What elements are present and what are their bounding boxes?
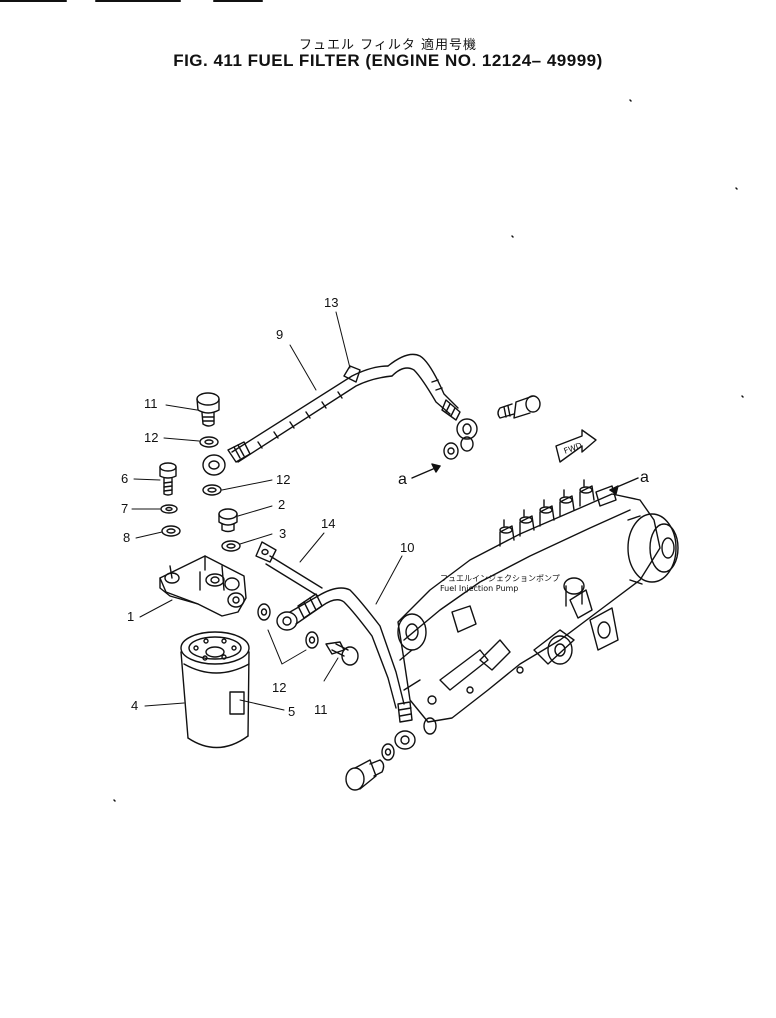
callout-8: 8 [123,530,130,545]
hose-9 [202,353,478,476]
scan-specks [113,99,744,802]
lock-washer-7 [160,504,178,514]
gasket-3 [221,540,241,552]
callout-2: 2 [278,497,285,512]
washers-12-lower [257,603,319,649]
pump-label-en: Fuel Injection Pump [440,584,518,593]
washer-8 [161,525,181,537]
washer-middle [202,484,222,496]
japanese-title: フュエル フィルタ 適用号機 [298,38,477,53]
leader-lines [131,311,403,711]
banjo-bolt-right [497,395,541,419]
banjo-bolt-bottom [345,717,437,791]
washer-right-2 [460,436,474,452]
callout-11-lower: 11 [314,702,328,717]
callout-5: 5 [288,704,295,719]
callout-9: 9 [276,327,283,342]
hose-10 [276,587,416,750]
banjo-bolt-lower [325,641,359,666]
filter-cartridge [180,631,250,749]
callout-1: 1 [127,609,134,624]
filter-head [159,555,247,617]
pipe-14 [255,541,323,597]
plug-2 [218,508,238,533]
callout-11-upper: 11 [144,396,158,411]
callout-6: 6 [121,471,128,486]
pump-label-jp: フュエルインジェクションポンプ [440,574,560,583]
callout-12-middle: 12 [276,472,290,487]
ref-a-left: a [398,471,407,488]
callout-4: 4 [131,698,138,713]
callout-14: 14 [321,516,335,531]
ref-a-left-arrow [411,463,441,479]
callout-10: 10 [400,540,414,555]
ref-a-right: a [640,469,649,486]
washer-upper [199,436,219,448]
callout-3: 3 [279,526,286,541]
callout-7: 7 [121,501,128,516]
callout-numbers: 11 12 6 7 8 1 4 5 12 2 3 9 13 14 10 12 1… [121,295,414,719]
callout-13: 13 [324,295,338,310]
banjo-bolt-upper [196,392,220,427]
callout-12-lower: 12 [272,680,286,695]
fuel-injection-pump [397,479,679,723]
ref-a-right-arrow [609,477,639,495]
figure-title: FIG. 411 FUEL FILTER (ENGINE NO. 12124– … [173,51,603,70]
callout-12-upper: 12 [144,430,158,445]
washer-right-upper [443,442,459,460]
fwd-arrow-icon: FWD [555,429,597,463]
bolt-6 [159,462,177,496]
